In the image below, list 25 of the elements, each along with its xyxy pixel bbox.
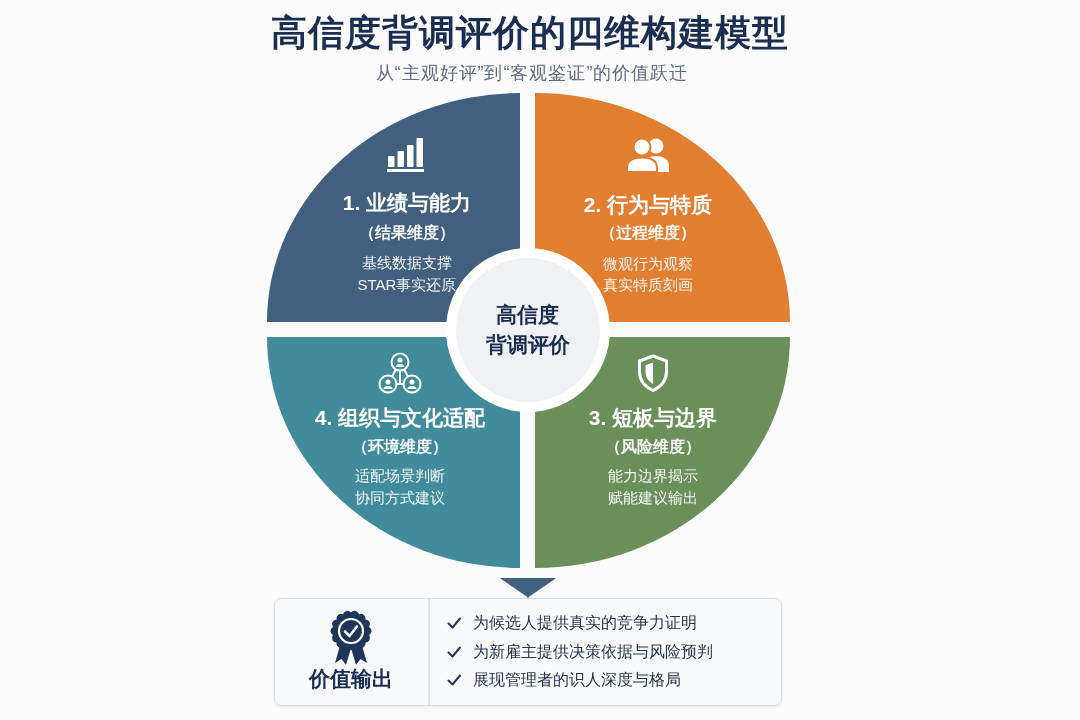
output-panel [274, 598, 782, 706]
checklist-item: 为新雇主提供决策依据与风险预判 [473, 641, 713, 662]
dimension-point: 真实特质刻画 [603, 274, 693, 295]
dimension-point: 微观行为观察 [603, 253, 693, 274]
dimension-title: 3. 短板与边界 [588, 405, 718, 431]
dimension-subtitle: （风险维度） [605, 437, 701, 457]
dimension-subtitle: （环境维度） [352, 437, 448, 457]
dimension-title: 2. 行为与特质 [583, 192, 713, 218]
dimension-point: 适配场景判断 [355, 465, 445, 486]
dimension-point: 基线数据支撑 [362, 252, 452, 273]
diagram-title: 高信度背调评价的四维构建模型 [271, 11, 789, 55]
dimension-title: 1. 业绩与能力 [342, 190, 472, 216]
dimension-title: 4. 组织与文化适配 [314, 405, 486, 431]
dimension-point: 协同方式建议 [355, 487, 445, 508]
checklist-item: 展现管理者的识人深度与格局 [473, 670, 681, 690]
checklist-item: 为候选人提供真实的竞争力证明 [473, 613, 697, 633]
panel-title: 价值输出 [309, 666, 393, 692]
center-label: 高信度背调评价 [485, 302, 571, 358]
subtitle: 从“主观好评”到“客观鉴证”的价值跃迁 [375, 62, 689, 85]
arrow [499, 577, 557, 599]
dimension-point: 能力边界揭示 [608, 465, 698, 486]
dimension-subtitle: （结果维度） [359, 223, 455, 243]
dimension-subtitle: （过程维度） [600, 223, 696, 243]
dimension-point: 赋能建议输出 [608, 487, 698, 508]
dimension-point: STAR事实还原 [357, 274, 457, 295]
